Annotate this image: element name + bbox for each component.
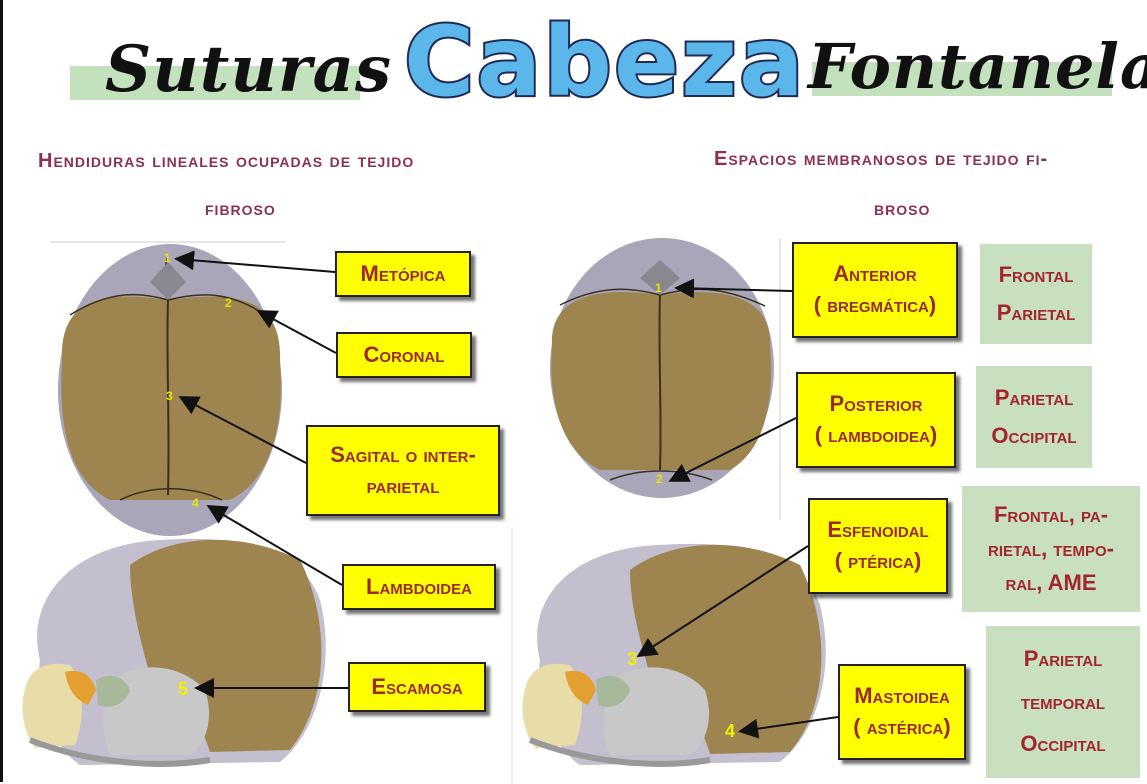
fontanelle-number-1: 1 [655, 281, 662, 295]
arrow-metopica [174, 250, 336, 273]
fontanelle-number-3: 3 [627, 649, 637, 669]
arrow-anterior [674, 278, 793, 299]
arrow-mastoidea [738, 716, 839, 739]
bones-mastoidea: Parietal temporal Occipital [986, 626, 1140, 778]
label-escamosa: Escamosa [348, 662, 486, 712]
arrow-posterior [668, 417, 797, 482]
suture-number-2: 2 [225, 296, 232, 310]
bones-esfenoidal: Frontal, pa- rietal, tempo- ral, AME [962, 486, 1140, 612]
suture-number-1: 1 [164, 251, 171, 265]
label-esfenoidal: Esfenoidal ( ptérica) [808, 498, 948, 594]
fontanelles-title: Fontanelas [808, 30, 1147, 103]
arrow-esfenoidal [636, 545, 809, 658]
label-sagital: Sagital o inter- parietal [306, 425, 500, 516]
label-metopica: Metópica [335, 251, 471, 297]
fontanelles-subtitle-line2: broso [874, 198, 931, 220]
fontanelles-subtitle-line1: Espacios membranosos de tejido fi- [714, 148, 1049, 170]
bones-anterior: Frontal Parietal [980, 244, 1092, 344]
suture-number-5: 5 [178, 679, 188, 699]
sutures-subtitle-line2: fibroso [205, 198, 276, 220]
arrow-sagital [178, 396, 307, 464]
label-anterior: Anterior ( bregmática) [792, 242, 958, 338]
skull-superior-view-right [550, 238, 774, 498]
bones-posterior: Parietal Occipital [976, 366, 1092, 468]
skull-lateral-view-left [22, 538, 326, 767]
skull-superior-view-left [58, 244, 282, 536]
main-title: Cabeza [402, 4, 806, 120]
arrow-lambdoidea [206, 504, 343, 586]
fontanelle-number-4: 4 [725, 721, 735, 741]
arrow-coronal [256, 310, 337, 354]
skull-lateral-view-right [522, 543, 826, 767]
label-mastoidea: Mastoidea ( astérica) [838, 664, 966, 760]
sutures-title: Suturas [105, 32, 393, 107]
suture-number-3: 3 [166, 389, 173, 403]
label-posterior: Posterior ( lambdoidea) [796, 372, 956, 468]
suture-number-4: 4 [192, 496, 199, 510]
fontanelle-number-2: 2 [656, 472, 663, 486]
title-highlight-left [70, 66, 360, 100]
label-lambdoidea: Lambdoidea [342, 564, 496, 610]
label-coronal: Coronal [336, 332, 472, 378]
title-highlight-right [812, 62, 1112, 96]
sutures-subtitle-line1: Hendiduras lineales ocupadas de tejido [38, 150, 415, 172]
